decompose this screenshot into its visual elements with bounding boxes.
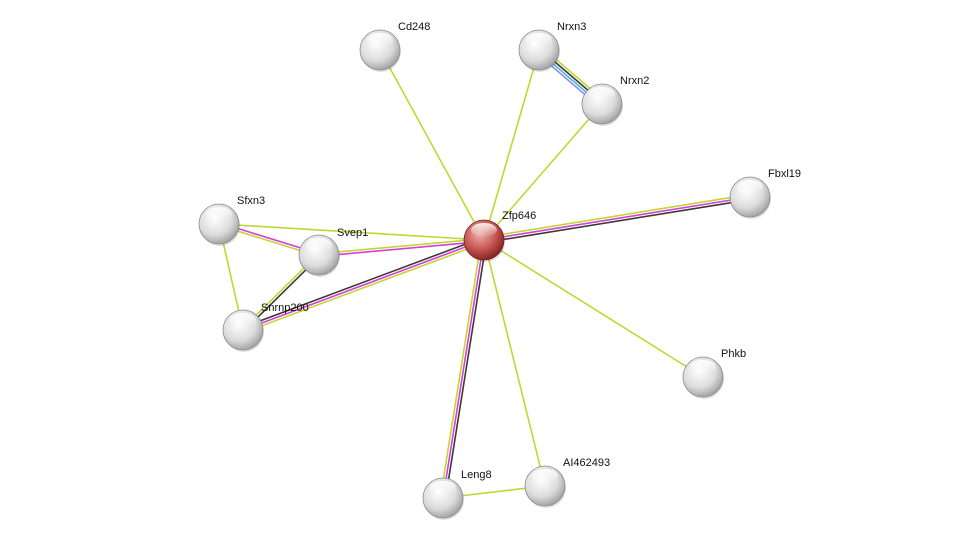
node-label-nrxn3: Nrxn3 bbox=[557, 21, 587, 33]
edge-zfp646-snrnp200-experiments[interactable] bbox=[242, 239, 485, 331]
edge-zfp646-svep1-experiments[interactable] bbox=[319, 240, 485, 258]
node-label-fbxl19: Fbxl19 bbox=[768, 168, 802, 180]
edge-zfp646-phkb-textmining[interactable] bbox=[483, 239, 704, 378]
node-label-ai462493: AI462493 bbox=[563, 457, 611, 469]
node-leng8[interactable] bbox=[422, 477, 464, 520]
edge-zfp646-svep1-textmining[interactable] bbox=[318, 237, 484, 255]
node-label-phkb: Phkb bbox=[721, 348, 747, 360]
node-ai462493[interactable] bbox=[524, 465, 566, 508]
edge-zfp646-snrnp200-textmining[interactable] bbox=[243, 241, 486, 334]
edge-zfp646-snrnp200-coexpression[interactable] bbox=[241, 236, 484, 329]
node-svep1[interactable] bbox=[298, 234, 340, 277]
node-label-leng8: Leng8 bbox=[461, 469, 492, 481]
edge-zfp646-fbxl19-experiments[interactable] bbox=[483, 196, 751, 241]
node-nrxn2[interactable] bbox=[581, 83, 623, 126]
edge-zfp646-sfxn3-textmining[interactable] bbox=[218, 223, 485, 241]
node-label-nrxn2: Nrxn2 bbox=[620, 75, 650, 87]
node-cd248[interactable] bbox=[359, 29, 401, 72]
node-fbxl19[interactable] bbox=[729, 176, 771, 219]
node-label-cd248: Cd248 bbox=[398, 21, 431, 33]
edge-zfp646-fbxl19-textmining[interactable] bbox=[483, 193, 750, 239]
edge-zfp646-leng8-experiments[interactable] bbox=[442, 239, 485, 499]
edge-zfp646-leng8-textmining[interactable] bbox=[439, 239, 483, 498]
node-label-svep1: Svep1 bbox=[337, 227, 369, 239]
edge-zfp646-nrxn2-textmining[interactable] bbox=[483, 103, 603, 241]
node-label-snrnp200: Snrnp200 bbox=[261, 302, 309, 314]
node-nrxn3[interactable] bbox=[518, 29, 560, 72]
node-zfp646[interactable] bbox=[463, 219, 505, 262]
edge-zfp646-ai462493-textmining[interactable] bbox=[483, 239, 546, 487]
node-snrnp200[interactable] bbox=[222, 309, 264, 352]
edge-zfp646-cd248-textmining[interactable] bbox=[379, 49, 485, 241]
node-phkb[interactable] bbox=[682, 356, 724, 399]
node-label-sfxn3: Sfxn3 bbox=[237, 195, 266, 207]
edge-zfp646-leng8-coexpression[interactable] bbox=[444, 240, 488, 499]
edge-zfp646-nrxn3-textmining[interactable] bbox=[483, 49, 540, 241]
node-label-zfp646: Zfp646 bbox=[502, 210, 537, 222]
node-sfxn3[interactable] bbox=[198, 203, 240, 246]
edge-zfp646-fbxl19-coexpression[interactable] bbox=[484, 198, 751, 244]
